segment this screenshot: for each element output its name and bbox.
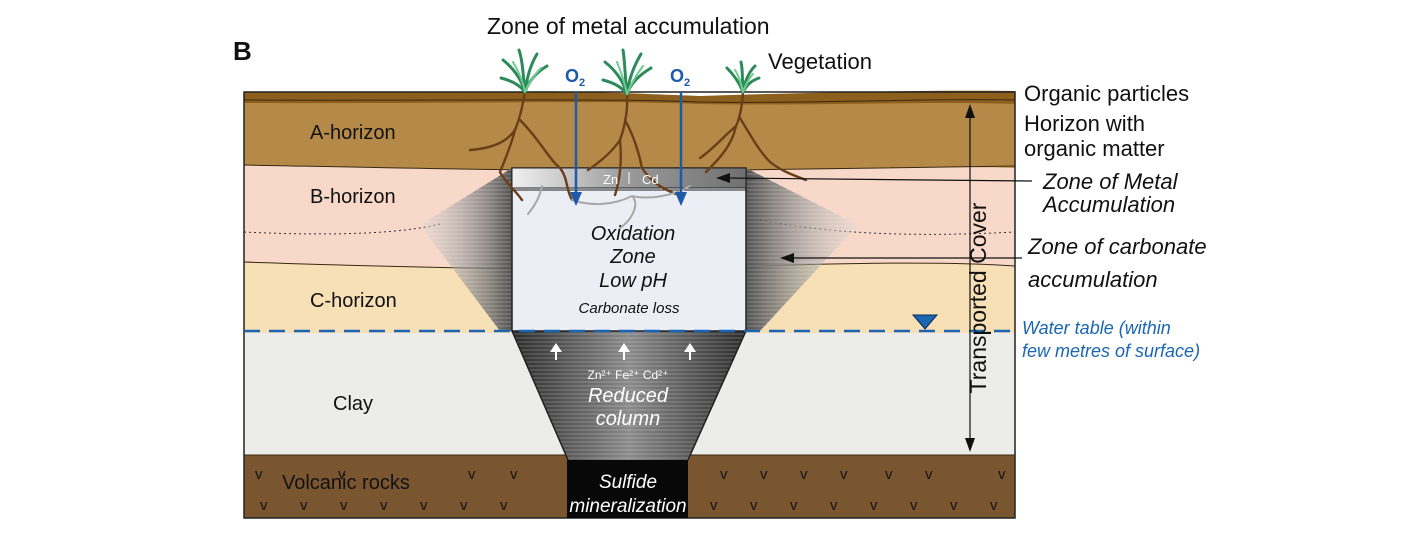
v-mark: v bbox=[990, 497, 998, 514]
zone-label: Zone bbox=[609, 246, 656, 268]
c-horizon-label: C-horizon bbox=[310, 290, 397, 312]
root-right bbox=[698, 90, 808, 182]
up-arrow-head bbox=[618, 343, 630, 352]
v-mark: v bbox=[750, 497, 758, 514]
v-mark: v bbox=[460, 497, 468, 514]
up-arrow-head bbox=[684, 343, 696, 352]
metal-zone-pointer-head bbox=[716, 173, 730, 183]
plant-middle-icon bbox=[601, 48, 653, 96]
oxidation-zone-fill bbox=[511, 167, 747, 332]
v-mark: v bbox=[255, 466, 263, 483]
o2-right-label: O2 bbox=[670, 66, 690, 89]
zone-metal-label-1: Zone of Metal bbox=[1042, 169, 1179, 194]
clay-label: Clay bbox=[333, 393, 373, 415]
transported-cover-label: Transported Cover bbox=[965, 202, 991, 393]
v-mark: v bbox=[925, 466, 933, 483]
o2-arrow-right-head bbox=[675, 192, 687, 206]
organic-particles-layer bbox=[244, 90, 1015, 105]
o2-arrow-left-head bbox=[570, 192, 582, 206]
v-mark: v bbox=[790, 497, 798, 514]
v-mark: v bbox=[468, 466, 476, 483]
v-mark: v bbox=[720, 466, 728, 483]
oxidation-zone-box bbox=[511, 167, 747, 332]
horizon-with-label: Horizon with bbox=[1024, 111, 1145, 136]
text-labels: B Zone of metal accumulation Vegetation … bbox=[233, 13, 1207, 517]
carbonate-wedge-right-stripes bbox=[746, 168, 858, 331]
zone-metal-top-label: Zone of metal accumulation bbox=[487, 13, 770, 39]
cover-arrow-head-bottom bbox=[965, 438, 975, 452]
v-mark: v bbox=[338, 466, 346, 483]
root-middle bbox=[586, 92, 678, 197]
v-mark: v bbox=[885, 466, 893, 483]
water-table-label-1: Water table (within bbox=[1022, 318, 1171, 338]
b-horizon-label: B-horizon bbox=[310, 186, 396, 208]
pointer-lines bbox=[716, 104, 1033, 452]
v-mark: v bbox=[840, 466, 848, 483]
v-mark: v bbox=[910, 497, 918, 514]
carbonate-loss-label: Carbonate loss bbox=[579, 300, 680, 317]
up-arrow-head bbox=[550, 343, 562, 352]
roots bbox=[468, 90, 808, 202]
roots-gray bbox=[527, 185, 691, 229]
carbonate-wedge-left-stripes bbox=[420, 168, 512, 331]
water-table bbox=[244, 314, 1015, 333]
water-table-marker bbox=[911, 314, 939, 330]
reduced-column-stripes bbox=[512, 331, 746, 460]
low-ph-label: Low pH bbox=[599, 270, 667, 292]
o2-arrows bbox=[570, 92, 687, 206]
organic-particles-label: Organic particles bbox=[1024, 81, 1189, 106]
a-horizon-layer bbox=[244, 99, 1015, 171]
root-gray-2 bbox=[527, 185, 543, 215]
plant-right-icon bbox=[725, 60, 761, 94]
oxidation-label: Oxidation bbox=[591, 223, 676, 245]
volcanic-rocks-label: Volcanic rocks bbox=[282, 472, 410, 494]
reduced-column-shape bbox=[511, 330, 747, 461]
vegetation-plants bbox=[499, 48, 761, 96]
v-mark: v bbox=[300, 497, 308, 514]
column-label: column bbox=[596, 408, 660, 430]
v-mark: v bbox=[710, 497, 718, 514]
carbonate-wedges bbox=[420, 168, 858, 331]
v-mark: v bbox=[760, 466, 768, 483]
zone-metal-label-2: Accumulation bbox=[1041, 192, 1175, 217]
ions-label: Zn²⁺ Fe²⁺ Cd²⁺ bbox=[587, 368, 668, 382]
v-mark: v bbox=[800, 466, 808, 483]
v-mark: v bbox=[870, 497, 878, 514]
sulfide-label: Sulfide bbox=[599, 472, 657, 493]
a-horizon-label: A-horizon bbox=[310, 122, 396, 144]
zone-carbonate-label-1: Zone of carbonate bbox=[1027, 234, 1207, 259]
root-left bbox=[468, 90, 574, 202]
v-mark: v bbox=[510, 466, 518, 483]
vegetation-label: Vegetation bbox=[768, 49, 872, 74]
reduced-column-outline bbox=[511, 330, 747, 461]
upward-arrows bbox=[550, 343, 696, 360]
zn-label: Zn bbox=[603, 172, 618, 187]
o2-left-label: O2 bbox=[565, 66, 585, 89]
sulfide-block bbox=[567, 460, 688, 518]
v-mark: v bbox=[830, 497, 838, 514]
v-mark: v bbox=[500, 497, 508, 514]
cd-label: Cd bbox=[642, 172, 659, 187]
water-table-label-2: few metres of surface) bbox=[1022, 341, 1200, 361]
organic-matter-label: organic matter bbox=[1024, 136, 1165, 161]
v-mark: v bbox=[260, 497, 268, 514]
panel-label: B bbox=[233, 36, 252, 66]
plant-left-icon bbox=[499, 48, 549, 94]
volcanic-v-marks: v v v v v v v v v v v v v v v v v v v v … bbox=[255, 466, 1006, 514]
cover-arrow-head-top bbox=[965, 104, 975, 118]
v-mark: v bbox=[420, 497, 428, 514]
mineralization-label: mineralization bbox=[569, 496, 686, 517]
reduced-label: Reduced bbox=[588, 385, 669, 407]
v-mark: v bbox=[998, 466, 1006, 483]
zone-carbonate-label-2: accumulation bbox=[1028, 267, 1158, 292]
organic-particles-line bbox=[243, 99, 1016, 103]
carbonate-zone-pointer-head bbox=[780, 253, 794, 263]
v-mark: v bbox=[950, 497, 958, 514]
v-mark: v bbox=[340, 497, 348, 514]
metal-zone-pointer bbox=[727, 177, 1033, 182]
root-gray-1 bbox=[571, 185, 691, 229]
v-mark: v bbox=[380, 497, 388, 514]
